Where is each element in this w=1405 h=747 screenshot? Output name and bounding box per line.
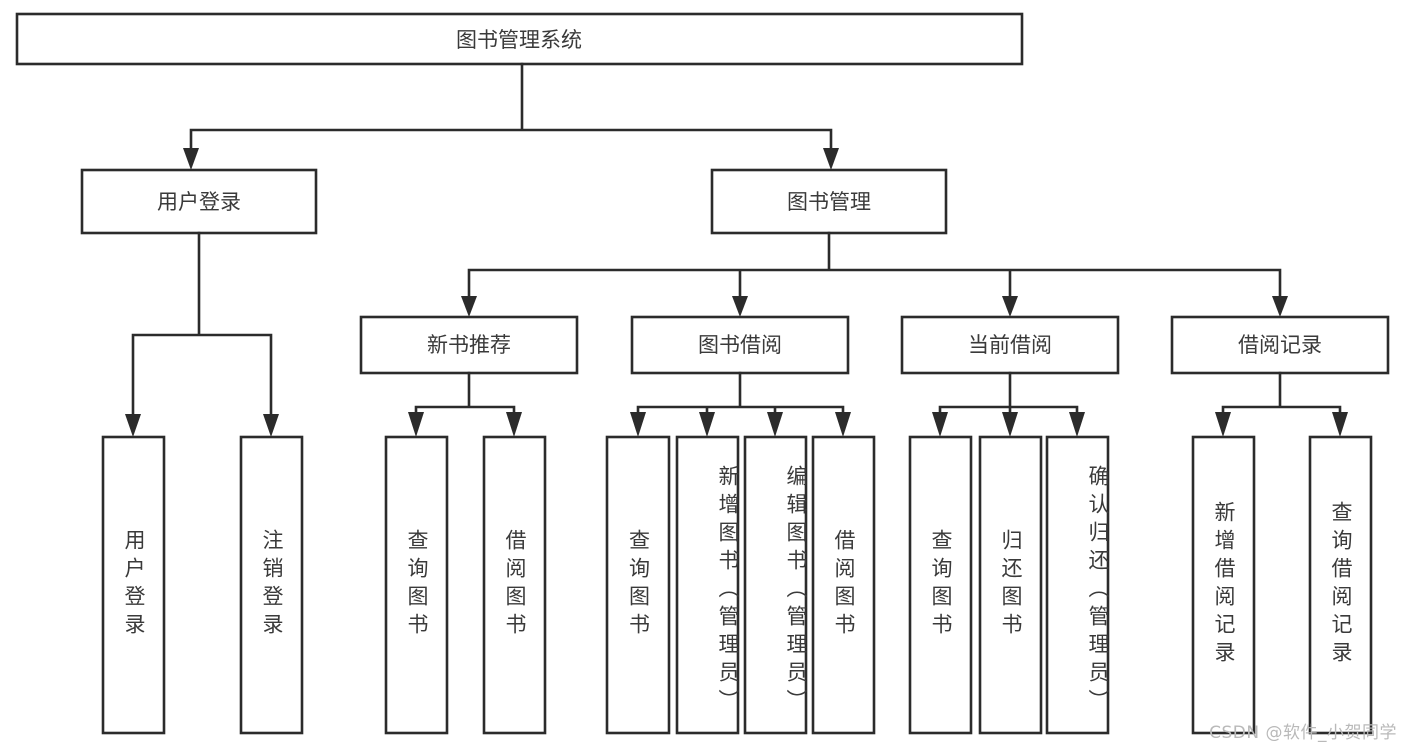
node-new-book[interactable]: 新书推荐 <box>359 315 579 375</box>
node-borrow-record-label: 借阅记录 <box>1238 333 1322 357</box>
leaf-box-cb-query[interactable] <box>908 435 973 735</box>
node-current-borrow-box <box>900 315 1120 375</box>
leaf-box-user-login[interactable] <box>101 435 166 735</box>
edge-borrow-record-to-leaves <box>1215 371 1348 437</box>
leaf-box-bb-query[interactable] <box>605 435 671 735</box>
edge-root-to-level2 <box>183 62 839 170</box>
leaf-box-logout[interactable] <box>239 435 304 735</box>
node-book-borrow[interactable]: 图书借阅 <box>630 315 850 375</box>
node-book-borrow-label: 图书借阅 <box>698 333 782 357</box>
arrow-head-br-leaf-1 <box>1215 412 1231 437</box>
arrow-head-book-manage <box>823 148 839 170</box>
node-user-login-box <box>80 168 318 235</box>
arrow-head-book-borrow <box>732 296 748 317</box>
node-new-book-label: 新书推荐 <box>427 333 511 357</box>
node-user-login-label: 用户登录 <box>157 190 241 214</box>
edge-book-manage-to-level3 <box>461 231 1288 317</box>
arrow-head-bb-leaf-3 <box>767 412 783 437</box>
watermark-text: CSDN @软件_小贺同学 <box>1209 723 1397 743</box>
arrow-head-br-leaf-2 <box>1332 412 1348 437</box>
leaf-box-bb-borrow[interactable] <box>811 435 876 735</box>
node-new-book-box <box>359 315 579 375</box>
arrow-head-nb-leaf-1 <box>408 412 424 437</box>
edge-user-login-to-leaves <box>125 231 279 437</box>
leaf-box-nb-borrow[interactable] <box>482 435 547 735</box>
arrow-head-cb-leaf-3 <box>1069 412 1085 437</box>
arrow-head-nb-leaf-2 <box>506 412 522 437</box>
node-root-box <box>15 12 1024 66</box>
leaf-box-cb-return[interactable] <box>978 435 1043 735</box>
arrow-head-leaf-user-login <box>125 414 141 437</box>
edge-book-borrow-to-leaves <box>630 371 851 437</box>
arrow-head-new-book <box>461 296 477 317</box>
leaf-box-bb-add[interactable] <box>675 435 740 735</box>
arrow-head-current-borrow <box>1002 296 1018 317</box>
edge-current-borrow-to-leaves <box>932 371 1085 437</box>
arrow-head-bb-leaf-2 <box>699 412 715 437</box>
edge-new-book-to-leaves <box>408 371 522 437</box>
node-root-label: 图书管理系统 <box>456 28 582 52</box>
arrow-head-bb-leaf-1 <box>630 412 646 437</box>
node-current-borrow[interactable]: 当前借阅 <box>900 315 1120 375</box>
arrow-head-leaf-logout <box>263 414 279 437</box>
node-borrow-record[interactable]: 借阅记录 <box>1170 315 1390 375</box>
leaf-box-br-query[interactable] <box>1308 435 1373 735</box>
leaf-box-cb-confirm[interactable] <box>1045 435 1110 735</box>
arrow-head-borrow-record <box>1272 296 1288 317</box>
node-book-manage[interactable]: 图书管理 <box>710 168 948 235</box>
node-current-borrow-label: 当前借阅 <box>968 333 1052 357</box>
arrow-head-cb-leaf-2 <box>1002 412 1018 437</box>
arrow-head-user-login <box>183 148 199 170</box>
node-book-manage-label: 图书管理 <box>787 190 871 214</box>
leaf-box-bb-edit[interactable] <box>743 435 808 735</box>
arrow-head-cb-leaf-1 <box>932 412 948 437</box>
node-user-login[interactable]: 用户登录 <box>80 168 318 235</box>
leaf-box-nb-query[interactable] <box>384 435 449 735</box>
arrow-head-bb-leaf-4 <box>835 412 851 437</box>
node-root[interactable]: 图书管理系统 <box>15 12 1024 66</box>
leaf-box-br-add[interactable] <box>1191 435 1256 735</box>
